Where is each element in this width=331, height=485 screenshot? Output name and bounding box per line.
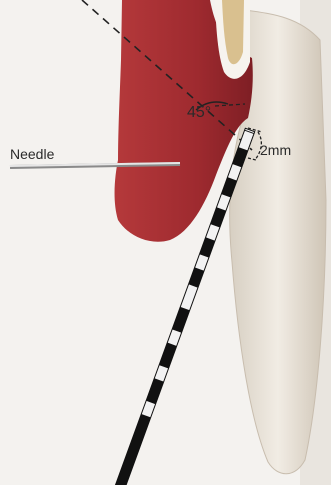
angle-label: 45° [187,104,211,122]
gap-label: 2mm [260,142,291,158]
needle-label: Needle [10,146,54,162]
